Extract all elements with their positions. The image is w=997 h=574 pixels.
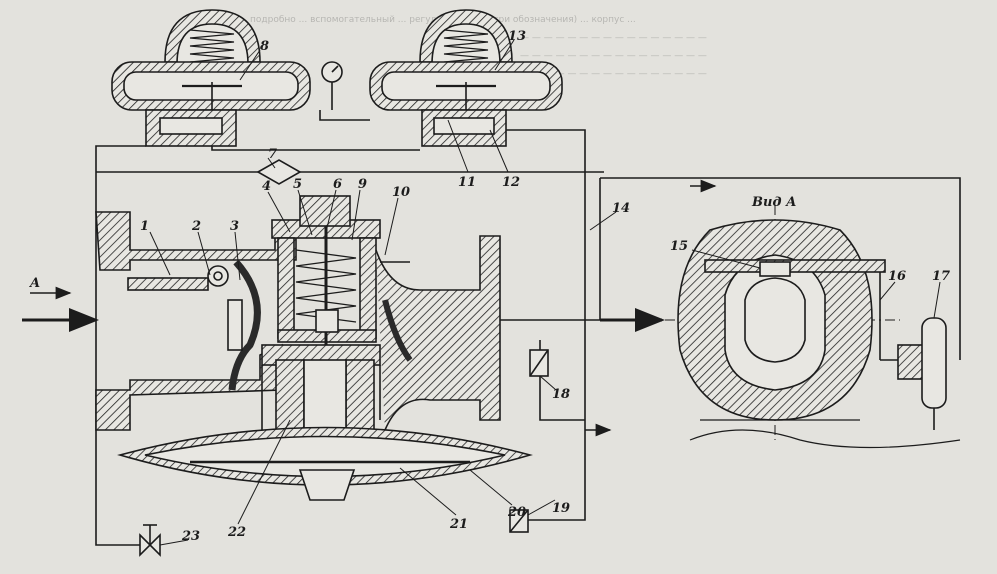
pilot-regulator-8 — [111, 9, 311, 147]
callout-12: 12 — [502, 175, 520, 190]
leader-lines — [149, 39, 941, 546]
view-a — [665, 205, 961, 449]
callout-13: 13 — [508, 29, 526, 44]
callout-7: 7 — [268, 147, 277, 162]
callout-4: 4 — [262, 179, 271, 194]
callouts: 1 2 3 4 5 6 7 8 9 10 11 12 13 14 15 16 1… — [140, 29, 950, 544]
callout-19: 19 — [552, 501, 570, 516]
callout-21: 21 — [449, 517, 468, 532]
svg-text:— — — — — — — — — — — — — — —: — — — — — — — — — — — — — — — — — [520, 69, 707, 79]
main-valve-body — [95, 195, 650, 501]
callout-10: 10 — [392, 185, 410, 200]
svg-text:— — — — — — — — — — — — — — —: — — — — — — — — — — — — — — — — — [520, 33, 707, 43]
callout-8: 8 — [260, 39, 269, 54]
view-label: Вид А — [751, 195, 797, 210]
callout-14: 14 — [612, 201, 630, 216]
svg-text:— — — — — — — — — — — — — — —: — — — — — — — — — — — — — — — — — [520, 51, 707, 61]
flow-label: A — [28, 276, 40, 291]
valve-23 — [139, 524, 161, 557]
pressure-gauge — [321, 61, 343, 110]
callout-16: 16 — [888, 269, 906, 284]
callout-17: 17 — [932, 269, 950, 284]
callout-3: 3 — [230, 219, 239, 234]
callout-18: 18 — [552, 387, 570, 402]
pilot-regulator-13 — [369, 9, 563, 147]
callout-2: 2 — [191, 219, 201, 234]
callout-20: 20 — [507, 505, 526, 520]
callout-11: 11 — [458, 175, 476, 190]
callout-23: 23 — [181, 529, 200, 544]
callout-15: 15 — [670, 239, 688, 254]
callout-9: 9 — [358, 177, 367, 192]
callout-5: 5 — [293, 177, 302, 192]
callout-22: 22 — [227, 525, 246, 540]
callout-1: 1 — [140, 219, 149, 234]
callout-6: 6 — [333, 177, 342, 192]
control-pipes — [95, 110, 961, 546]
